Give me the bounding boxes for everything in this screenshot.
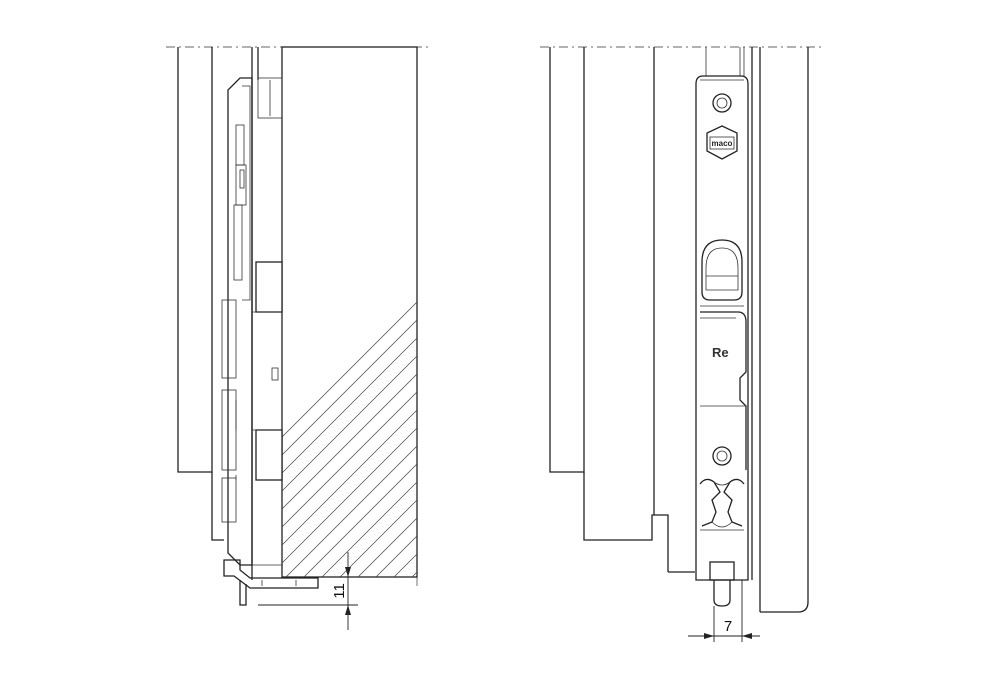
hatch-line — [448, 37, 988, 577]
logo-text: maco — [712, 139, 733, 148]
hatch-line — [538, 37, 1000, 577]
hatch-line — [628, 37, 1000, 577]
dimension-7: 7 — [688, 580, 760, 642]
hatch-pattern — [282, 37, 1000, 577]
fitting-front: maco Re — [695, 47, 749, 607]
hatch-line — [285, 445, 417, 577]
screw-hole-top — [712, 93, 732, 113]
hatch-line — [282, 427, 417, 564]
hatch-line — [339, 499, 417, 577]
maco-logo-icon: maco — [706, 125, 738, 160]
hatch-line — [282, 391, 417, 528]
hatch-line — [282, 373, 417, 510]
side-marking: Re — [712, 345, 729, 360]
hatch-line — [574, 37, 1000, 577]
hatch-line — [592, 37, 1000, 577]
hatch-line — [664, 37, 1000, 577]
fitting-side — [221, 77, 283, 566]
hatch-line — [556, 37, 1000, 577]
striker-foot — [223, 559, 319, 606]
hatch-line — [282, 409, 417, 546]
hatch-line — [303, 463, 417, 577]
hatch-line — [282, 301, 417, 438]
hatch-line — [282, 319, 417, 456]
hatch-line — [826, 37, 1000, 577]
hatch-line — [610, 37, 1000, 577]
hatch-line — [754, 37, 1000, 577]
hatch-line — [682, 37, 1000, 577]
locking-bolt — [709, 561, 735, 607]
left-view: 11 — [166, 37, 1000, 630]
hatch-line — [393, 553, 417, 577]
hatch-line — [466, 37, 1000, 577]
frame-profile — [177, 47, 259, 580]
locking-cam — [699, 478, 745, 531]
hatch-line — [321, 481, 417, 577]
hatch-line — [772, 37, 1000, 577]
locking-block-upper — [255, 261, 283, 313]
hatch-line — [646, 37, 1000, 577]
screw-hole-bottom — [712, 446, 732, 466]
hatch-line — [430, 37, 970, 577]
dimension-label-11: 11 — [331, 583, 348, 599]
hatch-line — [502, 37, 1000, 577]
hatch-line — [808, 37, 1000, 577]
lever-recess — [701, 239, 743, 301]
dimension-11: 11 — [258, 552, 358, 630]
frame-profile-front — [549, 47, 809, 613]
locking-block-lower — [255, 429, 283, 481]
hatch-line — [411, 571, 417, 577]
hatch-line — [790, 37, 1000, 577]
hatch-line — [700, 37, 1000, 577]
hatch-line — [484, 37, 1000, 577]
right-view: maco Re — [540, 46, 822, 642]
hatch-line — [375, 535, 417, 577]
hatch-line — [357, 517, 417, 577]
hatch-line — [282, 355, 417, 492]
dimension-label-7: 7 — [724, 618, 732, 635]
hatch-line — [736, 37, 1000, 577]
